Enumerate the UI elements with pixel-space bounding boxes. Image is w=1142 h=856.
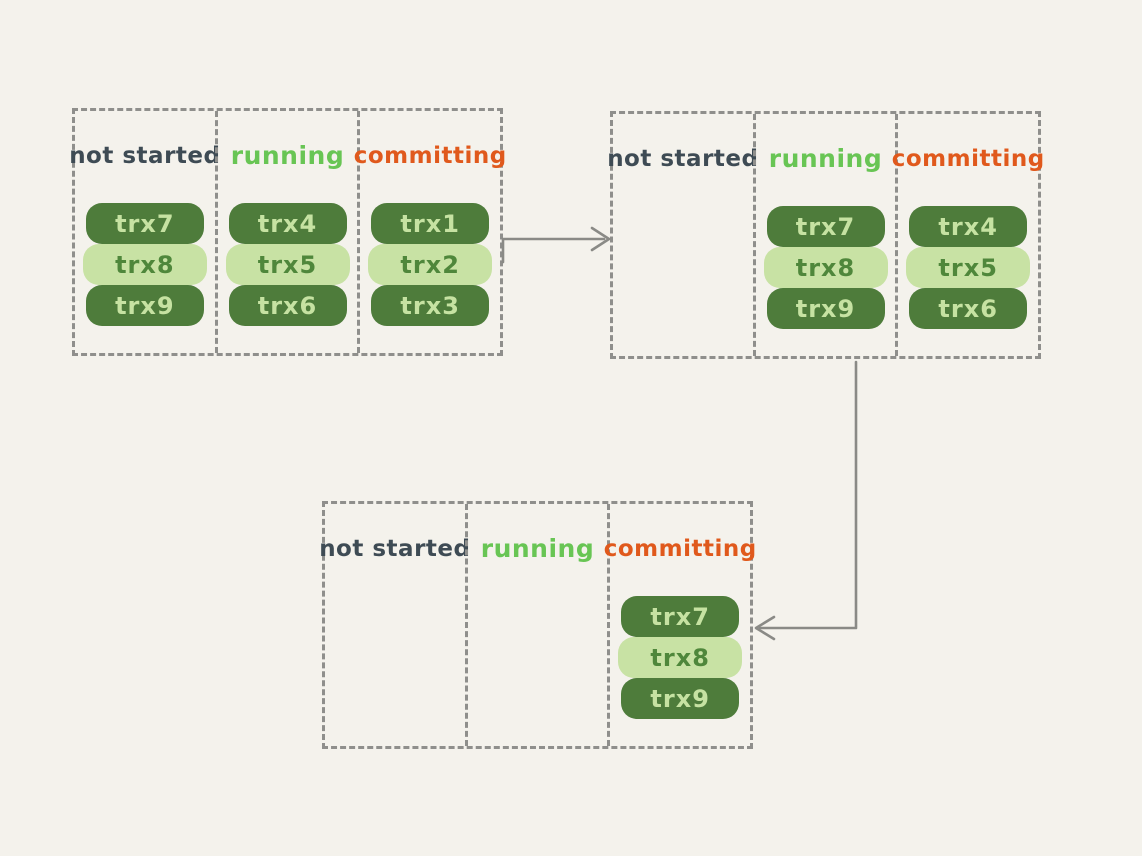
- transaction-pill: trx7: [621, 596, 740, 637]
- transaction-pill: trx6: [228, 285, 347, 326]
- stage-2-column-not-started: not started: [607, 114, 758, 356]
- arrow-down-left-icon: [754, 360, 858, 641]
- transaction-pill: trx8: [82, 244, 207, 285]
- transaction-pill: trx6: [909, 288, 1028, 329]
- pill-stack: trx1 trx2 trx3: [368, 203, 493, 326]
- column-label-committing: committing: [891, 146, 1045, 172]
- transaction-pill: trx7: [85, 203, 204, 244]
- column-label-running: running: [230, 141, 345, 170]
- transaction-pill: trx9: [766, 288, 885, 329]
- pill-stack: trx7 trx8 trx9: [763, 206, 888, 329]
- column-label-not-started: not started: [319, 536, 471, 562]
- transaction-pill: trx2: [368, 244, 493, 285]
- transaction-pill: trx4: [228, 203, 347, 244]
- stage-1-column-committing: committing trx1 trx2 trx3: [354, 111, 506, 353]
- column-label-not-started: not started: [69, 143, 221, 169]
- pill-stack: trx7 trx8 trx9: [82, 203, 207, 326]
- stage-1-column-running: running trx4 trx5 trx6: [214, 111, 358, 353]
- stage-1-box: not started trx7 trx8 trx9 running trx4 …: [69, 108, 506, 356]
- column-label-running: running: [768, 144, 883, 173]
- transaction-pill: trx9: [85, 285, 204, 326]
- stage-2-column-committing: committing trx4 trx5 trx6: [892, 114, 1044, 356]
- pill-stack: trx4 trx5 trx6: [906, 206, 1031, 329]
- pill-stack: trx4 trx5 trx6: [225, 203, 350, 326]
- transaction-pill: trx8: [763, 247, 888, 288]
- column-label-committing: committing: [353, 143, 507, 169]
- transaction-pill: trx5: [225, 244, 350, 285]
- column-label-committing: committing: [603, 536, 757, 562]
- pill-stack: trx7 trx8 trx9: [618, 596, 743, 719]
- stage-1-column-not-started: not started trx7 trx8 trx9: [69, 111, 220, 353]
- stage-3-column-committing: committing trx7 trx8 trx9: [604, 504, 756, 746]
- arrow-right-icon: [501, 226, 611, 264]
- stage-3-box: not started running committing trx7 trx8…: [319, 501, 756, 749]
- transaction-pill: trx5: [906, 247, 1031, 288]
- transaction-pill: trx1: [371, 203, 490, 244]
- transaction-pill: trx8: [618, 637, 743, 678]
- transaction-pill: trx4: [909, 206, 1028, 247]
- transaction-pill: trx3: [371, 285, 490, 326]
- column-label-not-started: not started: [607, 146, 759, 172]
- stage-2-column-running: running trx7 trx8 trx9: [752, 114, 896, 356]
- stage-3-column-running: running: [464, 504, 608, 746]
- transaction-pill: trx9: [621, 678, 740, 719]
- stage-3-column-not-started: not started: [319, 504, 470, 746]
- column-label-running: running: [480, 534, 595, 563]
- stage-2-box: not started running trx7 trx8 trx9 commi…: [607, 111, 1044, 359]
- transaction-pill: trx7: [766, 206, 885, 247]
